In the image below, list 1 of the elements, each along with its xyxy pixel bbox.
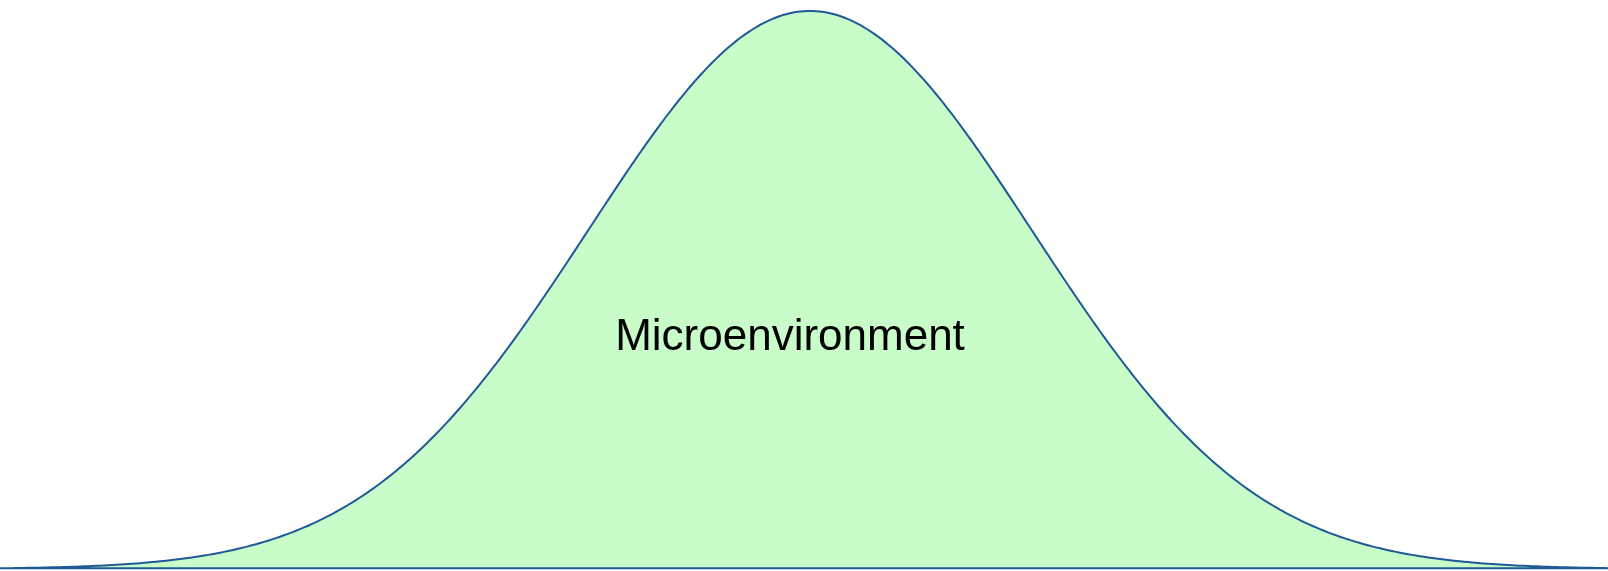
node-label: Microenvironment — [615, 310, 965, 360]
